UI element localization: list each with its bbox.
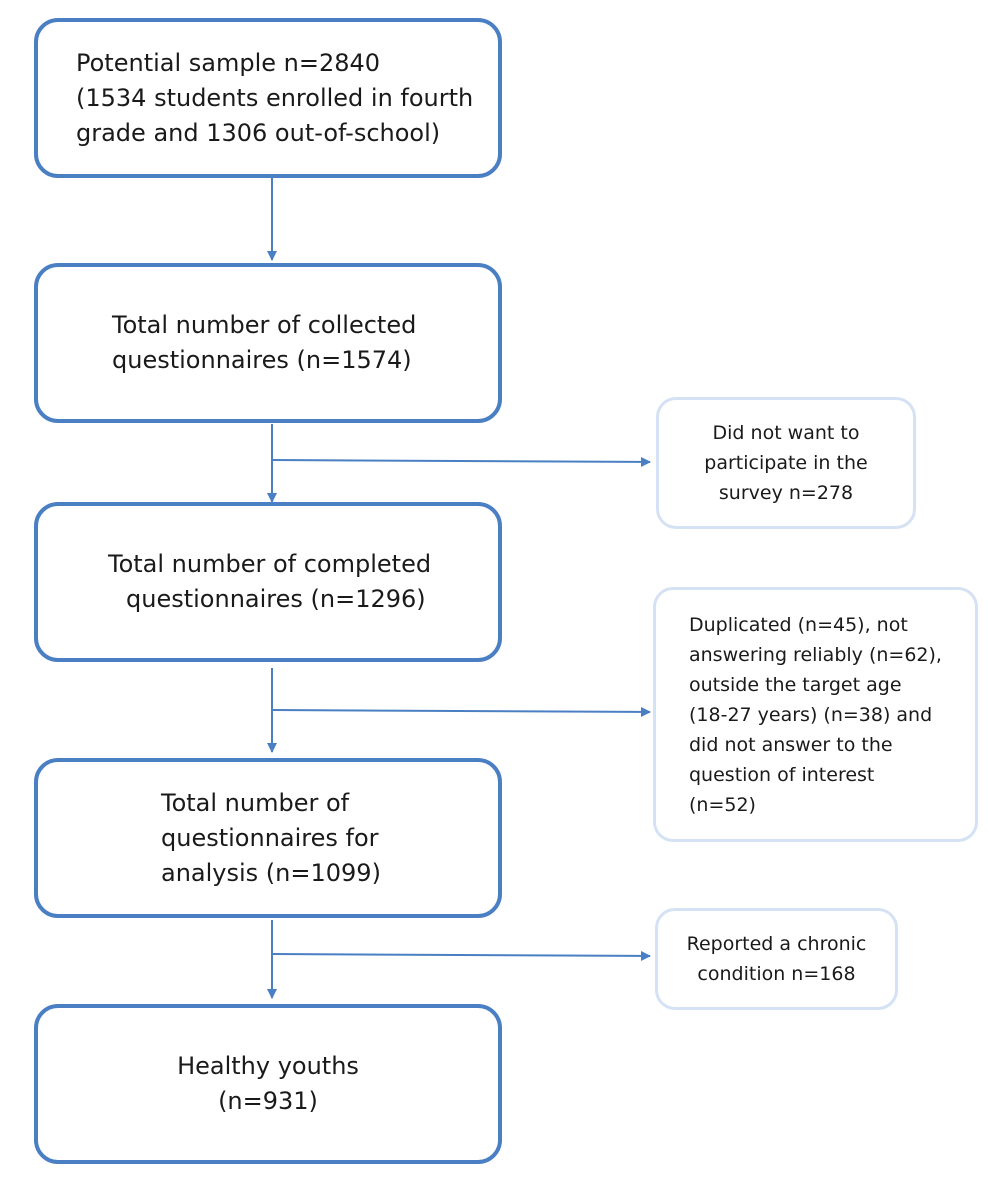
exclusion-invalid-text: Duplicated (n=45), not answering reliabl… — [689, 610, 975, 820]
exclusion-text-line: participate in the — [704, 452, 868, 474]
box-text-line: analysis (n=1099) — [161, 858, 381, 887]
exclusion-text-line: Reported a chronic — [686, 933, 867, 955]
box-text-line: questionnaires for — [161, 823, 379, 852]
arrow-right-1 — [271, 456, 651, 467]
exclusion-text-line: survey n=278 — [718, 482, 854, 504]
box-text-line: Total number of — [161, 788, 350, 817]
exclusion-text-line: condition n=168 — [697, 963, 856, 985]
box-text-line: (1534 students enrolled in fourth — [76, 83, 474, 112]
box-text-line: Total number of completed — [108, 550, 432, 578]
arrow-right-2 — [271, 706, 651, 717]
box-potential-sample: Potential sample n=2840 (1534 students e… — [34, 18, 502, 178]
box-analysis-text: Total number of questionnaires for analy… — [161, 786, 498, 891]
exclusion-text-line: (n=52) — [689, 793, 756, 816]
exclusion-chronic-text: Reported a chronic condition n=168 — [687, 929, 867, 989]
box-collected-text: Total number of collected questionnaires… — [112, 308, 498, 378]
box-healthy-youths: Healthy youths (n=931) — [34, 1004, 502, 1164]
box-analysis-questionnaires: Total number of questionnaires for analy… — [34, 758, 502, 918]
box-text-line: questionnaires (n=1574) — [112, 346, 412, 374]
box-text-line: (n=931) — [218, 1087, 318, 1115]
exclusion-text-line: Duplicated (n=45), not — [689, 613, 908, 636]
exclusion-text-line: question of interest — [689, 763, 875, 786]
box-collected-questionnaires: Total number of collected questionnaires… — [34, 263, 502, 423]
box-text-line: Healthy youths — [177, 1052, 359, 1080]
exclusion-text-line: outside the target age — [689, 673, 902, 696]
box-completed-text: Total number of completed questionnaires… — [108, 547, 498, 617]
box-completed-questionnaires: Total number of completed questionnaires… — [34, 502, 502, 662]
arrow-right-3 — [271, 950, 651, 961]
exclusion-box-declined: Did not want to participate in the surve… — [656, 397, 916, 529]
exclusion-text-line: answering reliably (n=62), — [689, 643, 942, 666]
box-text-line: grade and 1306 out-of-school) — [76, 118, 441, 147]
exclusion-box-invalid: Duplicated (n=45), not answering reliabl… — [653, 587, 978, 842]
exclusion-text-line: (18-27 years) (n=38) and — [689, 703, 933, 726]
box-potential-sample-text: Potential sample n=2840 (1534 students e… — [76, 46, 498, 151]
exclusion-text-line: Did not want to — [712, 422, 860, 444]
box-text-line: Potential sample n=2840 — [76, 48, 381, 77]
exclusion-declined-text: Did not want to participate in the surve… — [704, 418, 867, 508]
box-text-line: Total number of collected — [112, 311, 417, 339]
box-text-line: questionnaires (n=1296) — [126, 585, 426, 613]
box-healthy-text: Healthy youths (n=931) — [177, 1049, 359, 1119]
exclusion-text-line: did not answer to the — [689, 733, 893, 756]
exclusion-box-chronic: Reported a chronic condition n=168 — [655, 908, 898, 1010]
